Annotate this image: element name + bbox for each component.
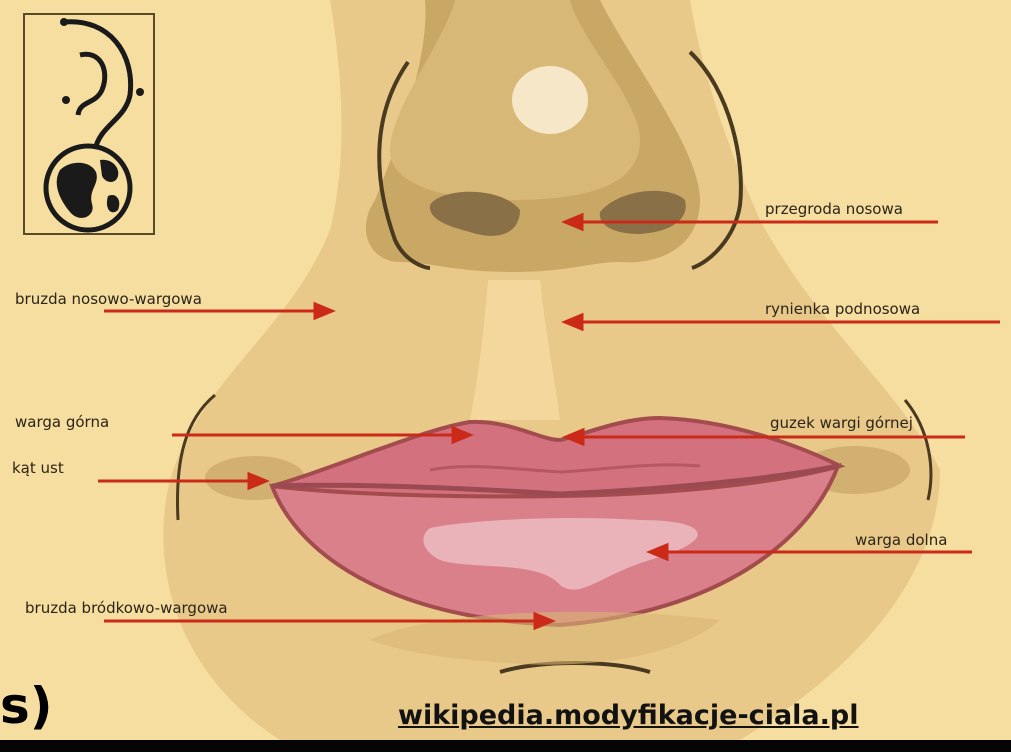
logo xyxy=(24,14,154,234)
source-credit: wikipedia.modyfikacje-ciala.pl xyxy=(398,700,858,731)
cropped-text-fragment: s) xyxy=(0,676,53,736)
label-septum: przegroda nosowa xyxy=(765,200,903,218)
label-nasolabial: bruzda nosowo-wargowa xyxy=(15,290,202,308)
label-mentolabial: bruzda bródkowo-wargowa xyxy=(25,599,228,617)
label-lower-lip: warga dolna xyxy=(855,531,947,549)
bottom-border xyxy=(0,740,1011,752)
label-tubercle: guzek wargi górnej xyxy=(770,414,913,432)
globe-icon xyxy=(46,146,130,230)
label-upper-lip: warga górna xyxy=(15,413,109,431)
label-philtrum: rynienka podnosowa xyxy=(765,300,920,318)
label-corner: kąt ust xyxy=(12,459,64,477)
nose-tip-highlight xyxy=(512,66,588,134)
ear-icon xyxy=(60,18,144,165)
